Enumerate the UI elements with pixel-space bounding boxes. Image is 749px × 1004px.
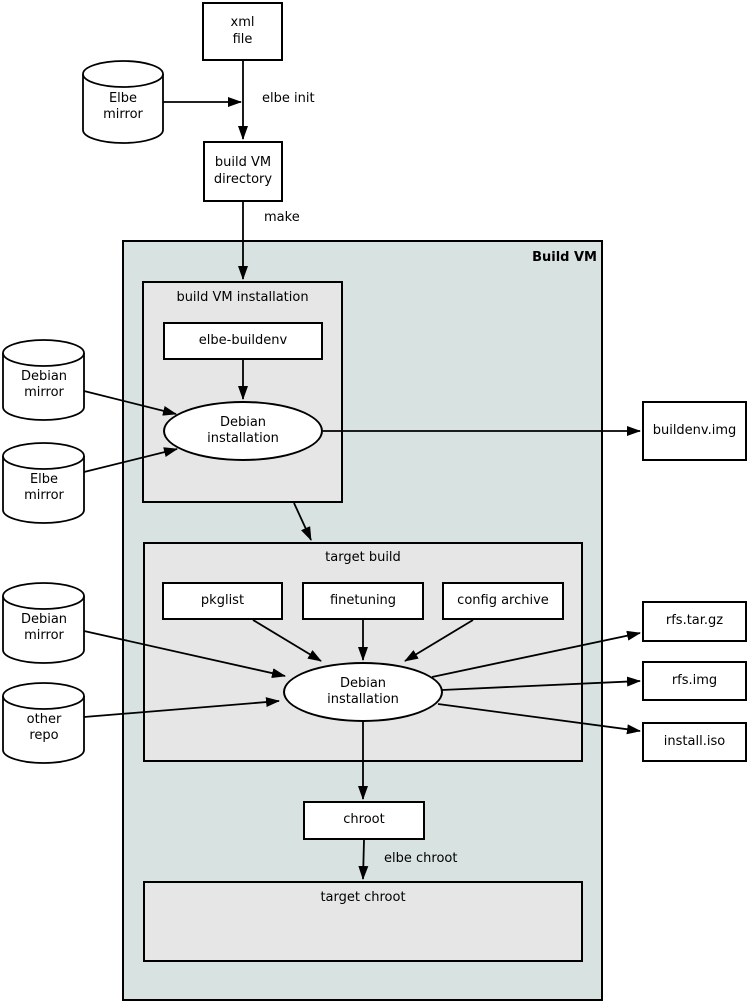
- debian-mirror-buildenv-label: Debian mirror: [20, 368, 68, 400]
- edge-configarchive-to-debinst2: [404, 619, 474, 662]
- edge-debmirror1-to-debinst1: [83, 390, 177, 416]
- edge-chroot-to-targetchroot: [358, 839, 369, 880]
- build-vm-directory-node: build VM directory: [203, 141, 283, 202]
- other-repo-cylinder-icon: [2, 682, 85, 764]
- edge-debinst2-to-rfstargz: [431, 630, 641, 678]
- xml-file-node: xml file: [202, 2, 283, 61]
- buildenv-img-node: buildenv.img: [642, 401, 747, 461]
- make-edge-label: make: [264, 210, 300, 225]
- elbe-chroot-edge-label: elbe chroot: [384, 851, 458, 866]
- edge-otherrepo-to-debinst2: [83, 697, 280, 718]
- build-vm-installation-label: build VM installation: [176, 290, 309, 305]
- edge-installation-to-targetbuild: [293, 502, 312, 541]
- elbe-buildenv-node: elbe-buildenv: [163, 322, 323, 360]
- other-repo-label: other repo: [26, 711, 62, 743]
- rfs-img-node: rfs.img: [642, 661, 747, 701]
- elbe-mirror-buildenv-label: Elbe mirror: [24, 471, 64, 503]
- debian-installation-buildenv-node: Debian installation: [163, 401, 323, 461]
- target-build-label: target build: [325, 550, 401, 565]
- debian-mirror-target-label: Debian mirror: [20, 611, 68, 643]
- edge-elbemirror2-to-debinst1: [83, 447, 178, 473]
- edge-pkglist-to-debinst2: [252, 619, 322, 662]
- config-archive-node: config archive: [442, 582, 564, 620]
- edges: [83, 61, 641, 880]
- elbe-mirror-top-label: Elbe mirror: [103, 90, 143, 122]
- edge-debinst2-to-installiso: [437, 703, 641, 735]
- target-chroot-cluster: [143, 881, 583, 962]
- elbe-mirror-top-cylinder-icon: [82, 60, 164, 144]
- rfs-tar-gz-node: rfs.tar.gz: [642, 601, 747, 642]
- target-chroot-label: target chroot: [320, 890, 406, 905]
- install-iso-node: install.iso: [642, 722, 747, 762]
- build-vm-region-label: Build VM: [532, 250, 597, 265]
- elbe-init-edge-label: elbe init: [262, 91, 315, 106]
- elbe-mirror-buildenv-cylinder-icon: [2, 442, 85, 524]
- debian-installation-target-node: Debian installation: [283, 662, 443, 722]
- pkglist-node: pkglist: [162, 582, 283, 620]
- edge-debmirror2-to-debinst2: [83, 630, 286, 679]
- chroot-node: chroot: [303, 801, 425, 840]
- edge-debinst2-to-rfsimg: [441, 676, 641, 691]
- debian-mirror-buildenv-cylinder-icon: [2, 339, 85, 421]
- finetuning-node: finetuning: [302, 582, 424, 620]
- debian-mirror-target-cylinder-icon: [2, 582, 85, 664]
